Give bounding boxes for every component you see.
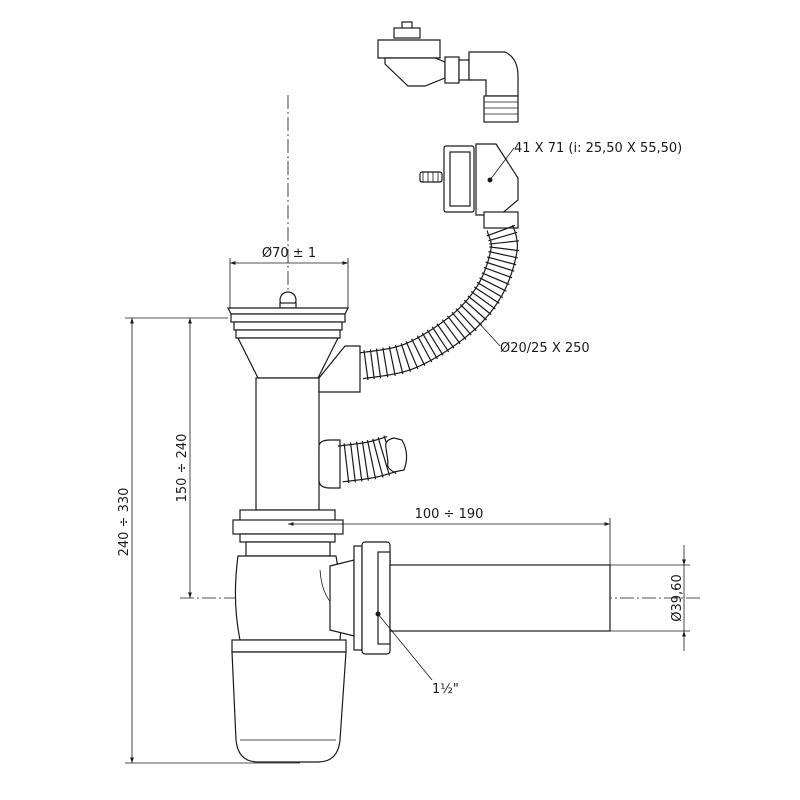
- hose-rib: [485, 261, 515, 272]
- hose-wall: [357, 230, 492, 354]
- hose-rib: [441, 319, 461, 345]
- inlet-cap: [385, 437, 408, 473]
- hose-rib: [436, 323, 455, 349]
- hose-rib: [470, 290, 496, 310]
- hose-wall: [362, 224, 518, 380]
- hose-rib: [426, 329, 444, 356]
- hose-rib: [431, 326, 450, 353]
- hose-rib: [363, 350, 369, 381]
- thread-size-label: 1½": [432, 682, 459, 697]
- hose-rib: [375, 348, 382, 379]
- hose-rib: [479, 277, 507, 292]
- hose-rib: [489, 246, 520, 252]
- hose-rib: [372, 438, 384, 478]
- inner-height-label: 150 ÷ 240: [175, 434, 190, 503]
- hose-rib: [473, 286, 500, 304]
- hose-rib: [377, 437, 391, 476]
- hose-rib: [416, 335, 433, 363]
- hose-rib: [489, 240, 520, 245]
- overflow-elbow: [377, 21, 519, 123]
- hose-rib: [382, 347, 389, 378]
- hose-rib: [411, 338, 426, 367]
- dimension-lines: [125, 147, 690, 764]
- overflow-hose: [357, 224, 520, 381]
- hose-rib: [394, 344, 404, 375]
- hose-wall: [337, 436, 388, 447]
- hose-rib: [463, 299, 488, 321]
- offset-label: 100 ÷ 190: [415, 507, 484, 522]
- total-height-label: 240 ÷ 330: [117, 488, 132, 557]
- hose-rib: [455, 308, 477, 332]
- hose-size-label: Ø20/25 X 250: [500, 341, 590, 356]
- hose-rib: [421, 332, 438, 360]
- hose-rib: [488, 231, 518, 242]
- outlet-diameter-label: Ø39,60: [670, 574, 685, 621]
- horizontal-outlet: [329, 541, 611, 655]
- hose-rib: [481, 272, 510, 286]
- strainer: [227, 291, 349, 379]
- plate-size-label: 41 X 71 (i: 25,50 X 55,50): [514, 141, 682, 156]
- hose-rib: [356, 441, 363, 482]
- hose-rib: [476, 281, 504, 299]
- hose-rib: [361, 440, 369, 481]
- hose-rib: [349, 442, 356, 483]
- hose-rib: [467, 295, 492, 316]
- appliance-inlet: [337, 435, 408, 484]
- hose-rib: [388, 346, 396, 376]
- hose-rib: [366, 439, 377, 480]
- overflow-plate: [419, 143, 519, 229]
- hose-rib: [400, 343, 412, 372]
- hose-wall: [342, 470, 397, 483]
- hose-rib: [488, 250, 518, 259]
- hose-rib: [486, 256, 517, 266]
- hose-rib: [451, 311, 472, 336]
- hose-rib: [405, 341, 419, 370]
- hose-rib: [486, 224, 516, 237]
- hose-rib: [483, 266, 513, 279]
- strainer-diameter-label: Ø70 ± 1: [262, 246, 316, 261]
- hose-rib: [343, 443, 350, 484]
- vertical-pipe: [255, 345, 361, 511]
- hose-rib: [369, 349, 375, 380]
- hose-rib: [446, 315, 467, 340]
- bottle-trap: [231, 509, 347, 763]
